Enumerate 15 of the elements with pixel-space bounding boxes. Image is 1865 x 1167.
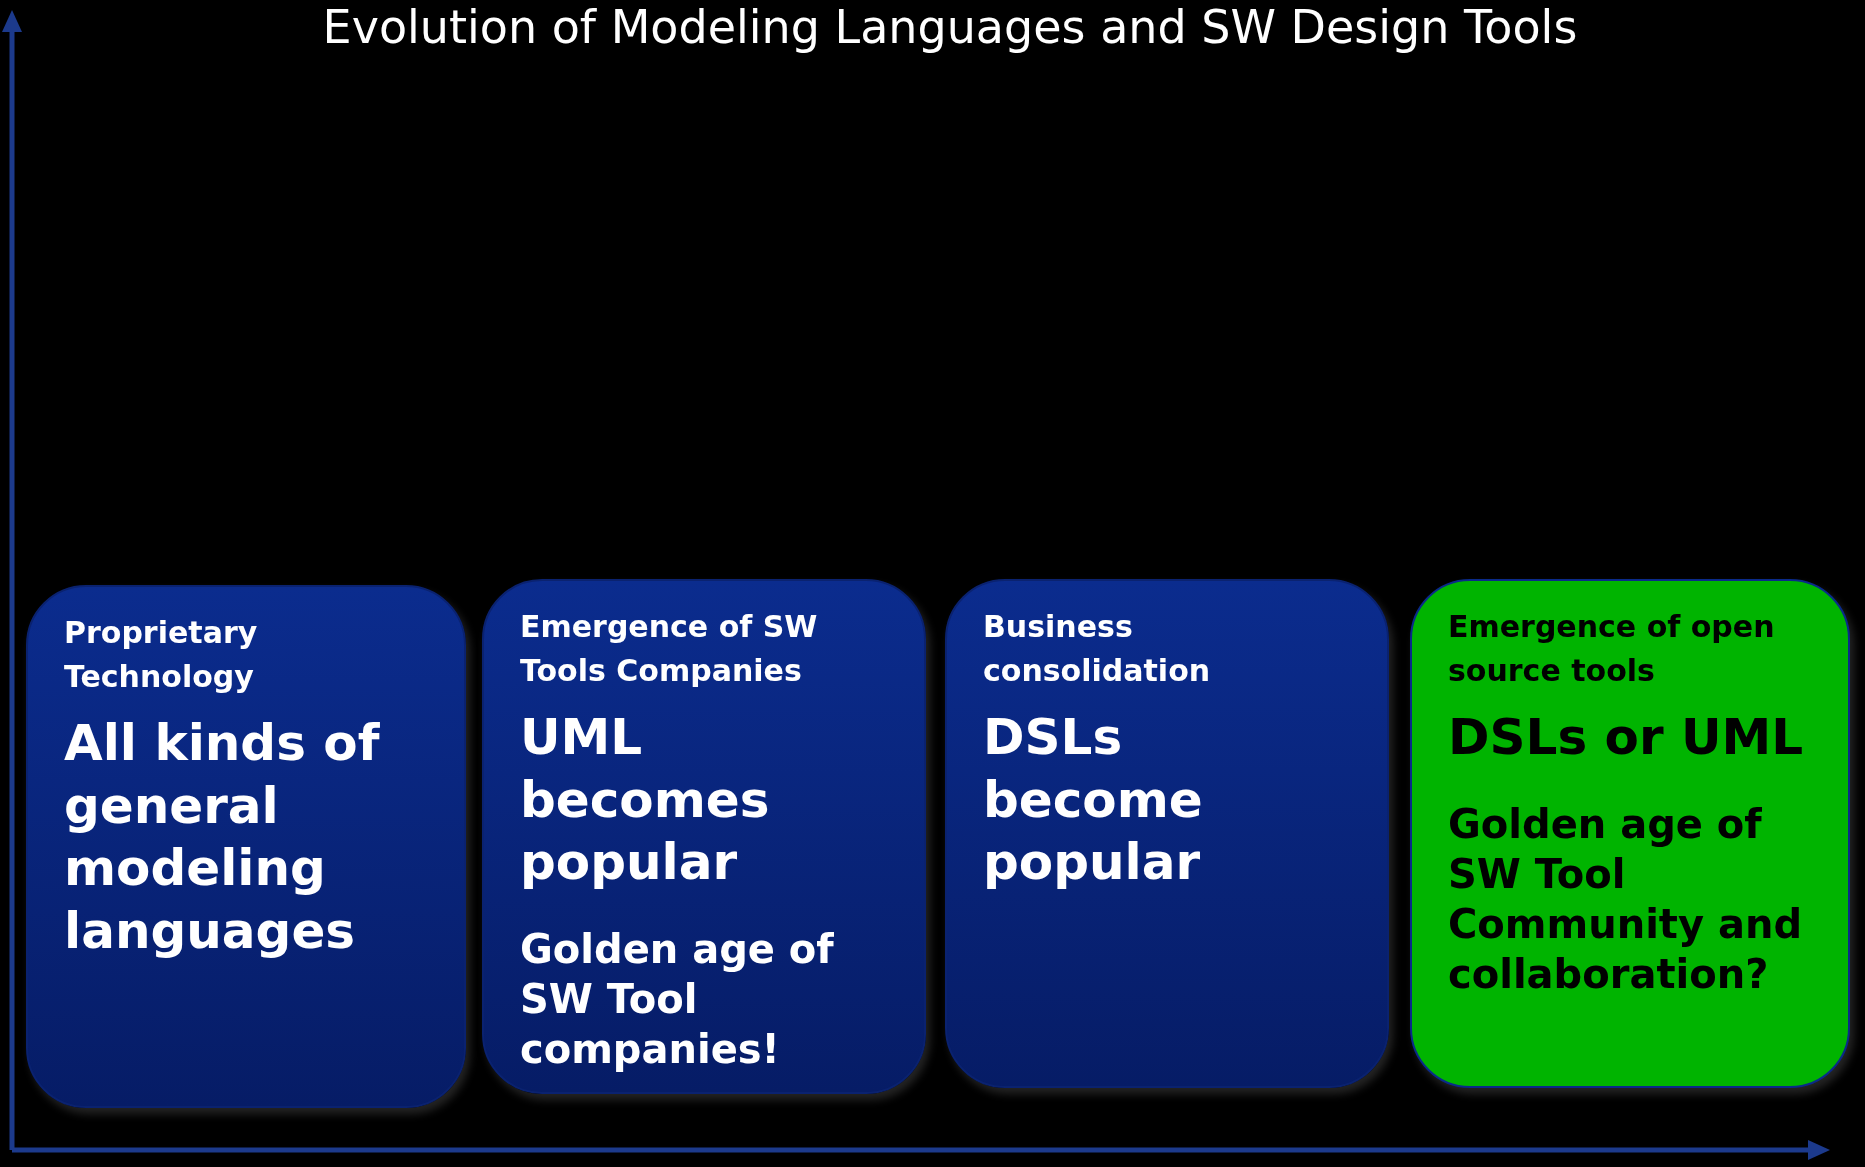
block-heading: Proprietary Technology [64, 614, 259, 696]
title: Evolution of Modeling Languages and SW Design Tools [321, 0, 1579, 54]
block-note: Golden age of SW Tool Community and collaboration? [1448, 799, 1804, 999]
block-heading: Business consolidation [983, 608, 1212, 690]
block-heading: Emergence of open source tools [1448, 608, 1776, 690]
block-statement: DSLs or UML [1448, 707, 1805, 768]
block-statement: DSLs become popular [983, 707, 1204, 893]
block-note: Golden age of SW Tool companies! [520, 924, 835, 1074]
block-statement: All kinds of general modeling languages [64, 713, 381, 962]
era-card [26, 585, 466, 1108]
era-card [482, 579, 926, 1094]
era-card [1410, 579, 1850, 1088]
block-heading: Emergence of SW Tools Companies [520, 608, 819, 690]
block-statement: UML becomes popular [520, 707, 771, 893]
era-card [945, 579, 1389, 1088]
